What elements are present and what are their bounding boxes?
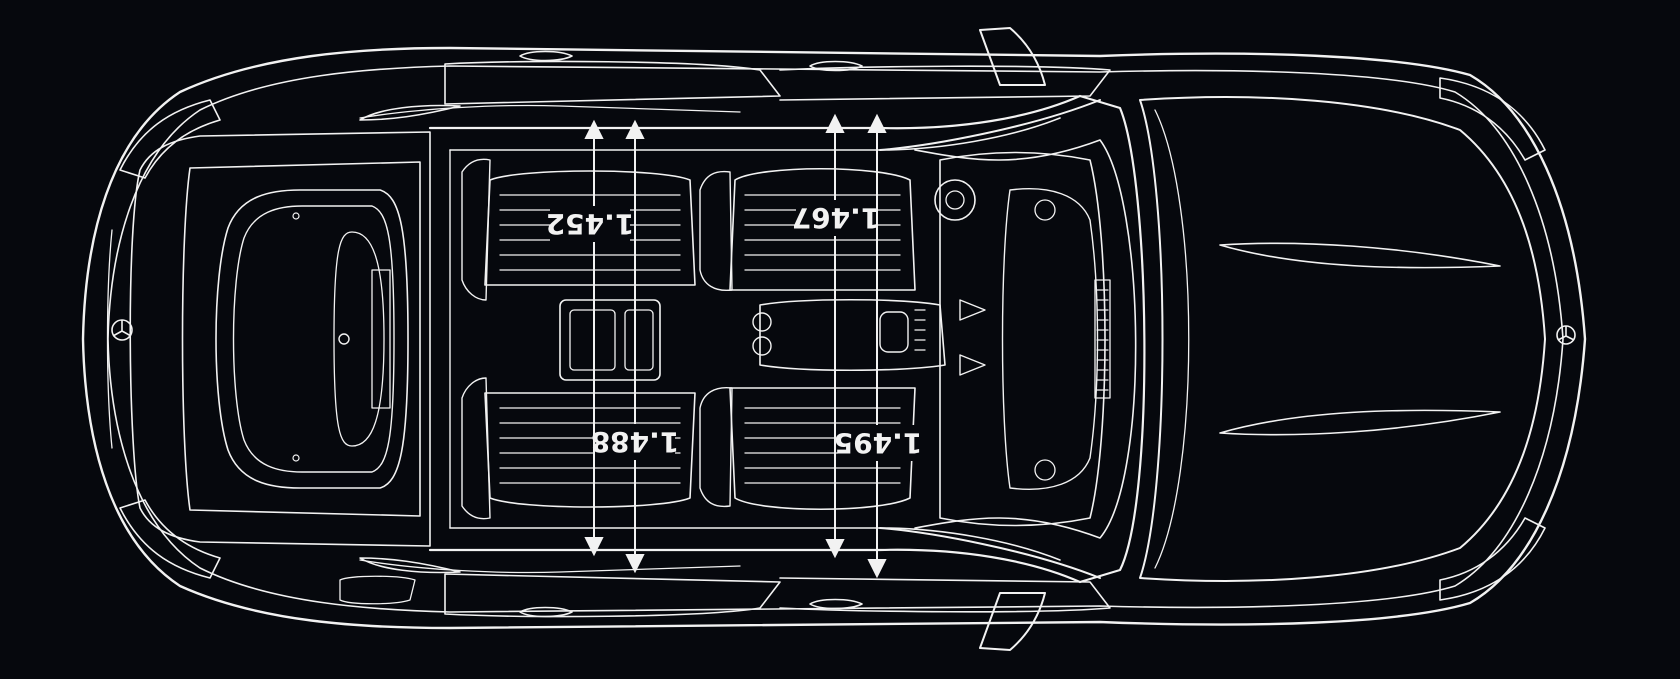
dimension-label-rear-shoulder: 1.452 [546,206,635,242]
dimension-value-1467: 1.467 [792,202,881,235]
dimension-label-front-shoulder: 1.467 [792,200,881,236]
dimension-label-rear-elbow: 1.488 [591,424,680,460]
car-top-view-drawing [81,46,1587,630]
dimension-value-1495: 1.495 [834,427,923,460]
star-emblem-icon [111,319,1576,345]
dimension-value-1452: 1.452 [546,208,635,241]
dimension-value-1488: 1.488 [591,426,680,459]
dimension-arrow-icon [584,113,887,579]
dimension-label-front-elbow: 1.495 [834,425,923,461]
side-mirror-icon [979,27,1046,651]
